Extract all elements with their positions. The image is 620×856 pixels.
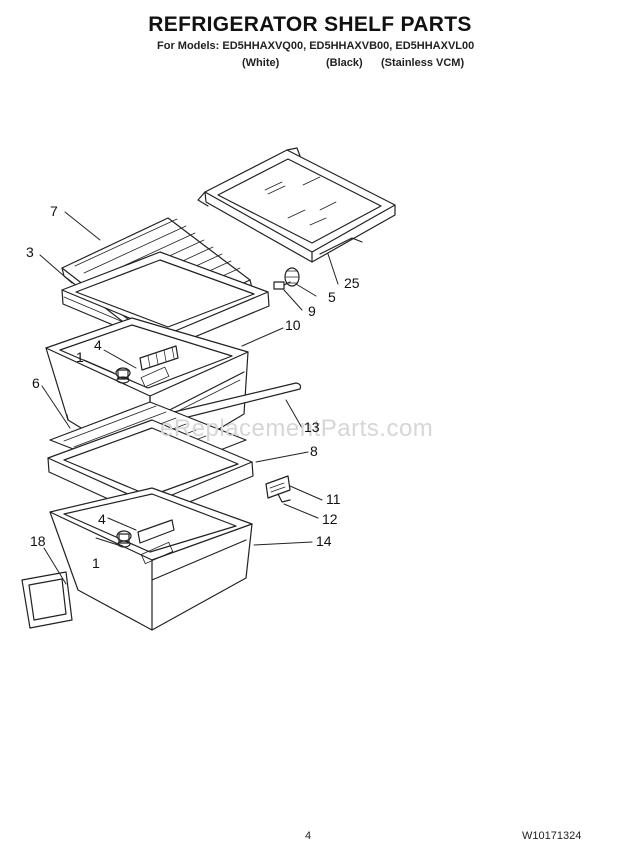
callout-6: 6 [32,375,40,391]
watermark: eReplacementParts.com [160,415,434,442]
variant-white: (White) [242,57,280,69]
callout-7: 7 [50,203,58,219]
page-title: REFRIGERATOR SHELF PARTS [148,13,472,36]
document-number: W10171324 [522,830,582,842]
callout-8: 8 [310,443,318,459]
callout-1-lower: 1 [92,555,100,571]
page-number: 4 [305,830,312,842]
callout-3: 3 [26,244,34,260]
callout-25: 25 [344,275,360,291]
callout-11: 11 [326,491,341,507]
callout-1-upper: 1 [76,349,84,365]
callout-4-upper: 4 [94,337,102,353]
callout-18: 18 [30,533,46,549]
part-14-lower-drawer [49,487,253,631]
leader-lines [39,211,339,585]
callout-13: 13 [304,419,320,435]
part-18-label-card [21,571,73,629]
part-11-12-clip [265,475,291,503]
callout-5: 5 [328,289,336,305]
callout-14: 14 [316,533,332,549]
variant-stainless: (Stainless VCM) [381,57,465,69]
part-5-9-knob-screw [273,267,300,290]
part-4-1-humidity-control-upper [115,345,179,384]
callout-9: 9 [308,303,316,319]
callout-10: 10 [285,317,301,333]
variant-black: (Black) [326,57,363,69]
callout-12: 12 [322,511,338,527]
part-8-lower-shelf [47,401,254,519]
callout-4-lower: 4 [98,511,106,527]
models-line: For Models: ED5HHAXVQ00, ED5HHAXVB00, ED… [157,40,475,52]
part-25-glass-shelf [197,147,396,263]
